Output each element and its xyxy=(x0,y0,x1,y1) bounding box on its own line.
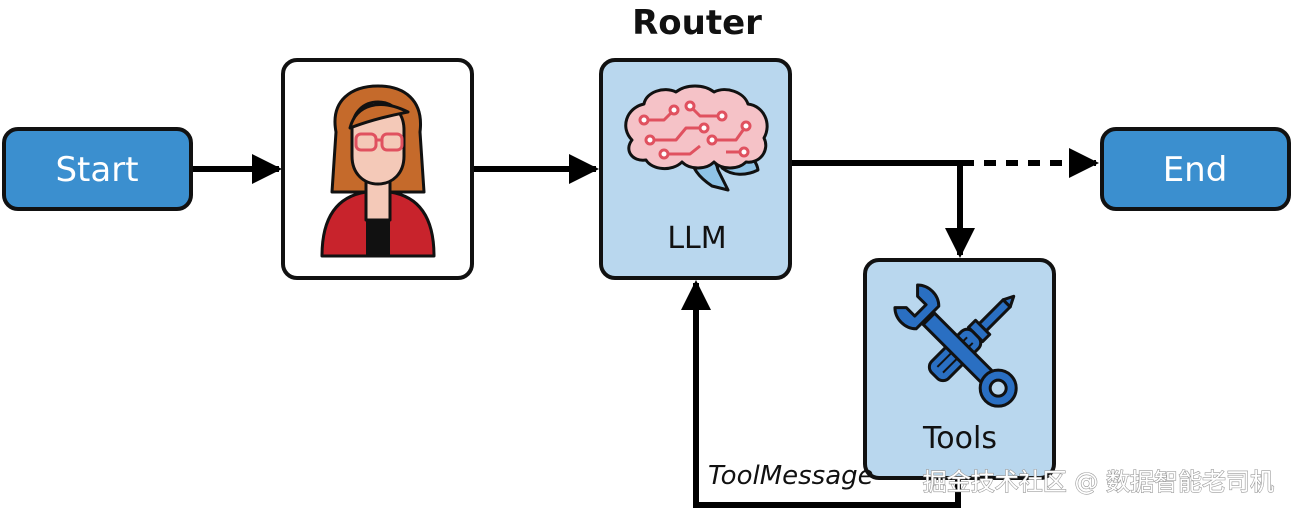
diagram-title: Router xyxy=(632,3,762,43)
wrench-screwdriver-icon xyxy=(893,283,1018,408)
human-node xyxy=(281,58,474,280)
end-node: End xyxy=(1100,127,1291,211)
tools-label: Tools xyxy=(922,421,997,456)
llm-label: LLM xyxy=(667,221,726,256)
llm-node: LLM xyxy=(599,58,792,280)
tool-message-label: ToolMessage xyxy=(708,461,874,491)
brain-icon xyxy=(624,84,769,192)
watermark: 掘金技术社区 @ 数据智能老司机 xyxy=(923,468,1274,496)
edge-tools-to-llm xyxy=(681,280,961,508)
tools-node: Tools xyxy=(863,258,1056,480)
woman-avatar-icon xyxy=(320,84,436,258)
end-label: End xyxy=(1163,150,1228,190)
start-label: Start xyxy=(55,150,138,190)
connectors xyxy=(192,148,1099,508)
start-node: Start xyxy=(2,127,193,211)
